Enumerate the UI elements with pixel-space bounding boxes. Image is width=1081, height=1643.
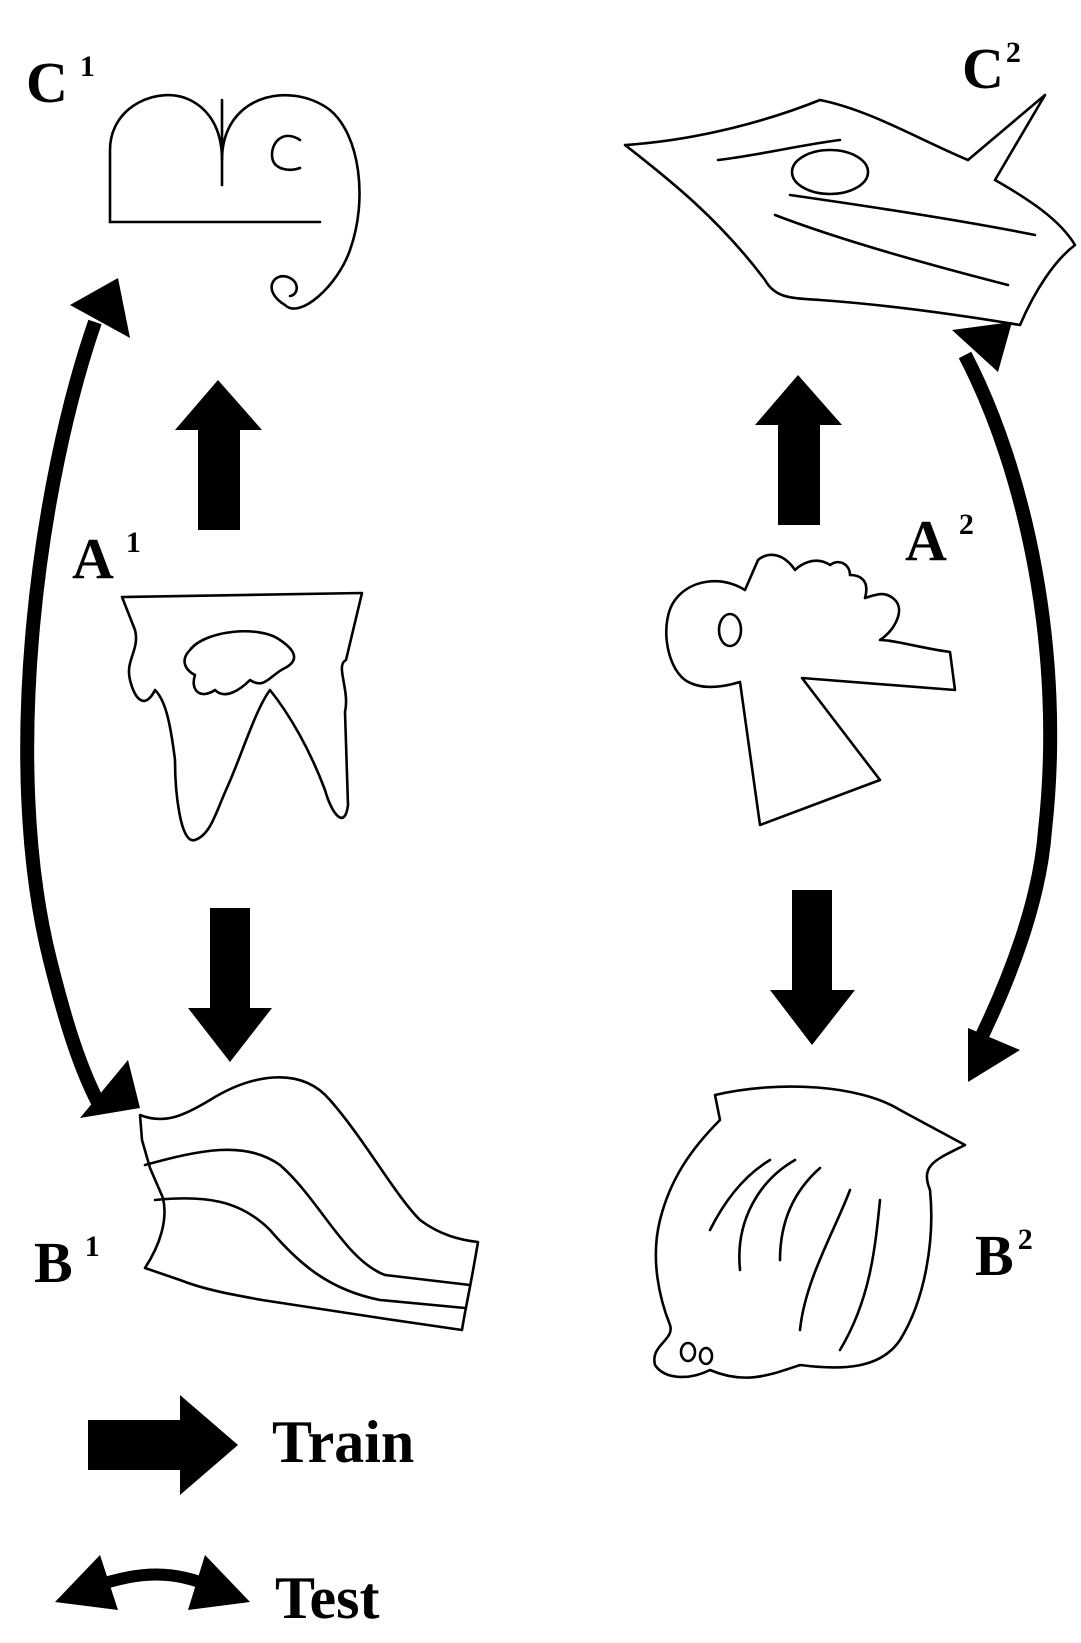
stimulus-b2 xyxy=(654,1087,965,1378)
label-c1-index: 1 xyxy=(80,50,95,83)
label-b1-letter: B xyxy=(34,1230,73,1295)
label-c1-letter: C xyxy=(26,50,68,115)
stimulus-b1 xyxy=(140,1077,478,1330)
test-arrow-left xyxy=(27,278,140,1118)
label-a2-index: 2 xyxy=(959,508,974,541)
stimulus-a2 xyxy=(666,555,955,825)
legend-train-label: Train xyxy=(272,1412,414,1472)
label-b1-index: 1 xyxy=(85,1230,100,1263)
train-arrow-up-a2 xyxy=(755,375,842,525)
label-a1-letter: A xyxy=(72,526,114,591)
legend-test-arrow-icon xyxy=(55,1555,250,1610)
test-arrow-right xyxy=(952,322,1050,1082)
label-c2-letter: C xyxy=(962,36,1004,101)
legend-test-label: Test xyxy=(275,1568,379,1628)
label-a1-index: 1 xyxy=(126,526,141,559)
train-arrow-down-a2 xyxy=(770,890,855,1045)
train-arrow-up-a1 xyxy=(175,380,262,530)
label-a2-letter: A xyxy=(905,508,947,573)
label-b2-index: 2 xyxy=(1018,1223,1033,1256)
stimulus-c2 xyxy=(625,95,1075,325)
train-arrow-down-a1 xyxy=(188,908,272,1062)
label-b2-letter: B xyxy=(975,1223,1014,1288)
legend-train-arrow-icon xyxy=(88,1395,238,1495)
stimulus-a1 xyxy=(122,593,362,840)
label-c2: C2 xyxy=(962,38,1021,98)
label-c2-index: 2 xyxy=(1006,36,1021,69)
stimulus-c1 xyxy=(110,95,360,308)
